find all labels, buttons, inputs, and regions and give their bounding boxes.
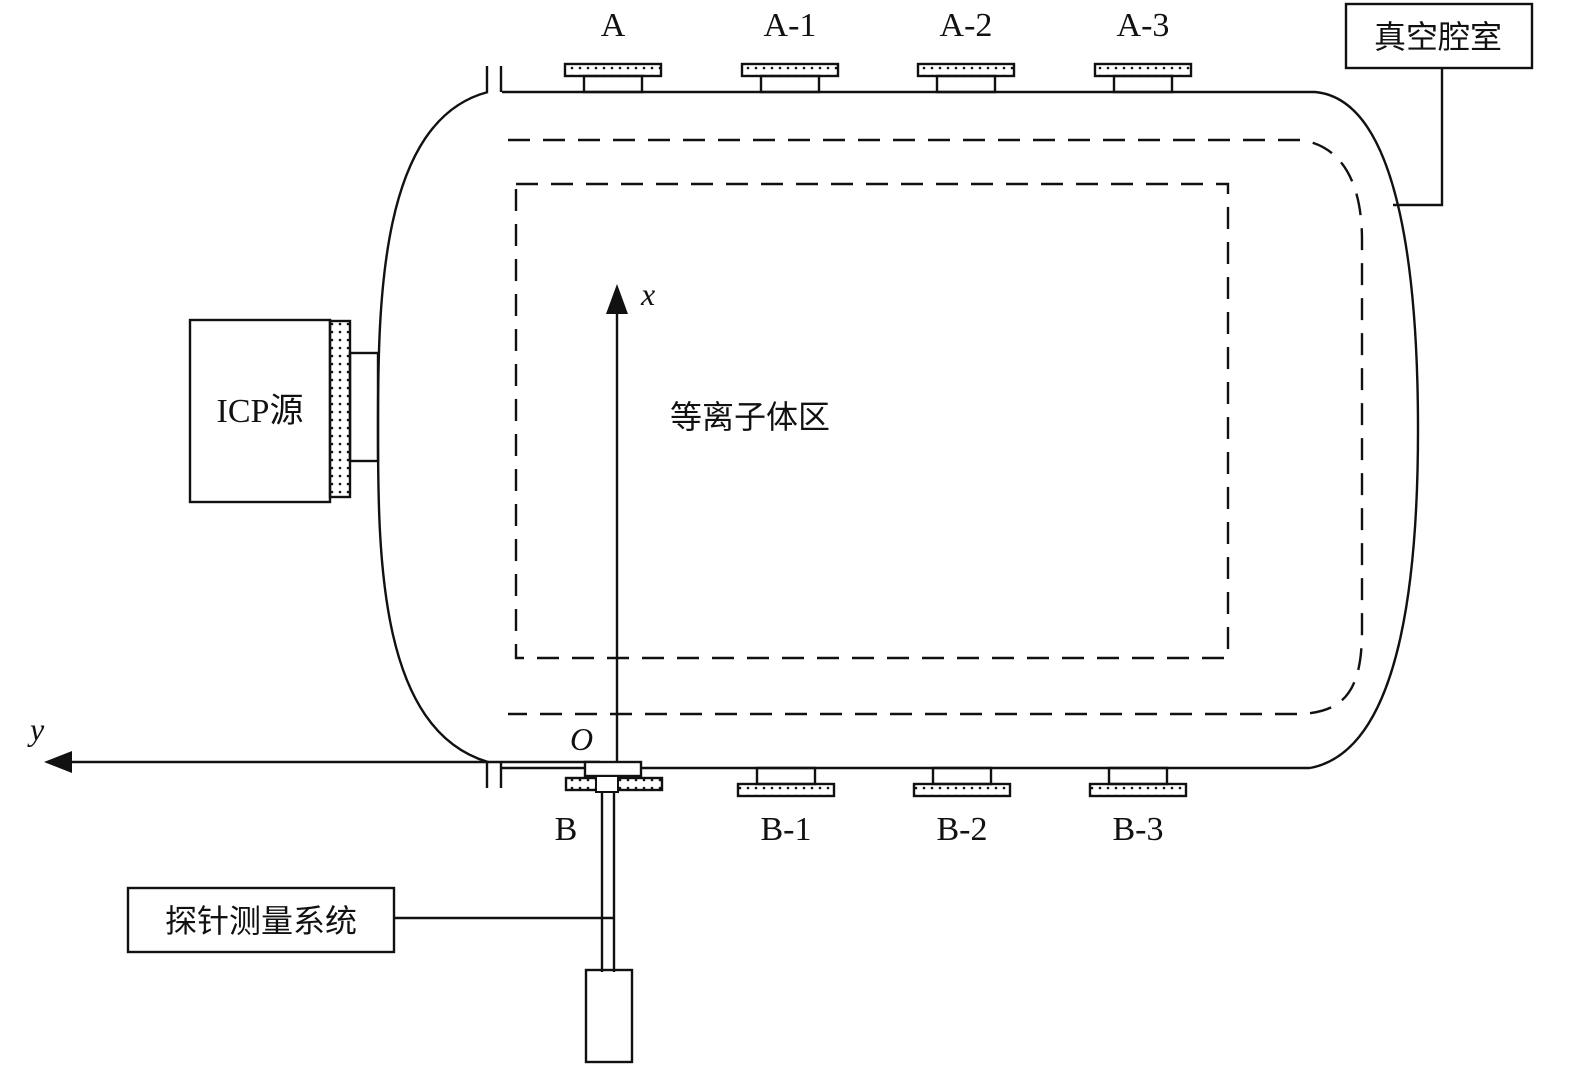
- chamber-label: 真空腔室: [1374, 18, 1502, 56]
- y-axis-label: y: [27, 711, 45, 747]
- port-neck: [1112, 74, 1174, 94]
- port-a-2: A-2: [916, 7, 1016, 94]
- outer-dashed-region: [508, 138, 1364, 716]
- chamber-outline: [376, 66, 1420, 788]
- port-a-1: A-1: [740, 7, 840, 94]
- origin-label: O: [570, 721, 593, 757]
- icp-source: [188, 318, 380, 504]
- port-neck: [1107, 766, 1169, 786]
- port-a-3: A-3: [1093, 7, 1193, 94]
- port-a: A: [563, 7, 663, 94]
- port-label: A-1: [764, 7, 817, 44]
- probe-system-label: 探针测量系统: [165, 902, 357, 940]
- port-neck: [931, 766, 993, 786]
- port-label: B-1: [761, 811, 812, 848]
- bottom-ports: B B-1 B-2 B-3: [555, 766, 1188, 848]
- port-b: B: [555, 811, 578, 848]
- port-neck: [935, 74, 997, 94]
- port-b-2: B-2: [912, 766, 1012, 848]
- plasma-region-label: 等离子体区: [670, 398, 830, 436]
- probe-system: [126, 762, 634, 1064]
- port-label: A-2: [940, 7, 993, 44]
- port-flange: [912, 782, 1012, 798]
- port-b-3: B-3: [1088, 766, 1188, 848]
- x-arrow-icon: [606, 284, 628, 314]
- port-flange: [1093, 62, 1193, 78]
- port-label: A: [601, 7, 626, 44]
- port-neck: [755, 766, 817, 786]
- port-flange: [736, 782, 836, 798]
- port-label: B-3: [1113, 811, 1164, 848]
- port-neck: [759, 74, 821, 94]
- plasma-region-rect: [514, 182, 1230, 660]
- port-label: B-2: [937, 811, 988, 848]
- chamber-label-box: [1344, 2, 1534, 207]
- port-flange: [916, 62, 1016, 78]
- port-label: A-3: [1117, 7, 1170, 44]
- y-arrow-icon: [44, 751, 72, 773]
- port-flange: [563, 62, 663, 78]
- icp-label: ICP源: [217, 393, 304, 430]
- port-flange: [1088, 782, 1188, 798]
- top-ports: A A-1 A-2 A-3: [563, 7, 1193, 94]
- port-flange: [740, 62, 840, 78]
- port-label: B: [555, 811, 578, 848]
- coordinate-axes: [44, 284, 628, 773]
- port-flange-b: [564, 760, 664, 793]
- x-axis-label: x: [640, 276, 655, 312]
- port-b-1: B-1: [736, 766, 836, 848]
- port-neck: [582, 74, 644, 94]
